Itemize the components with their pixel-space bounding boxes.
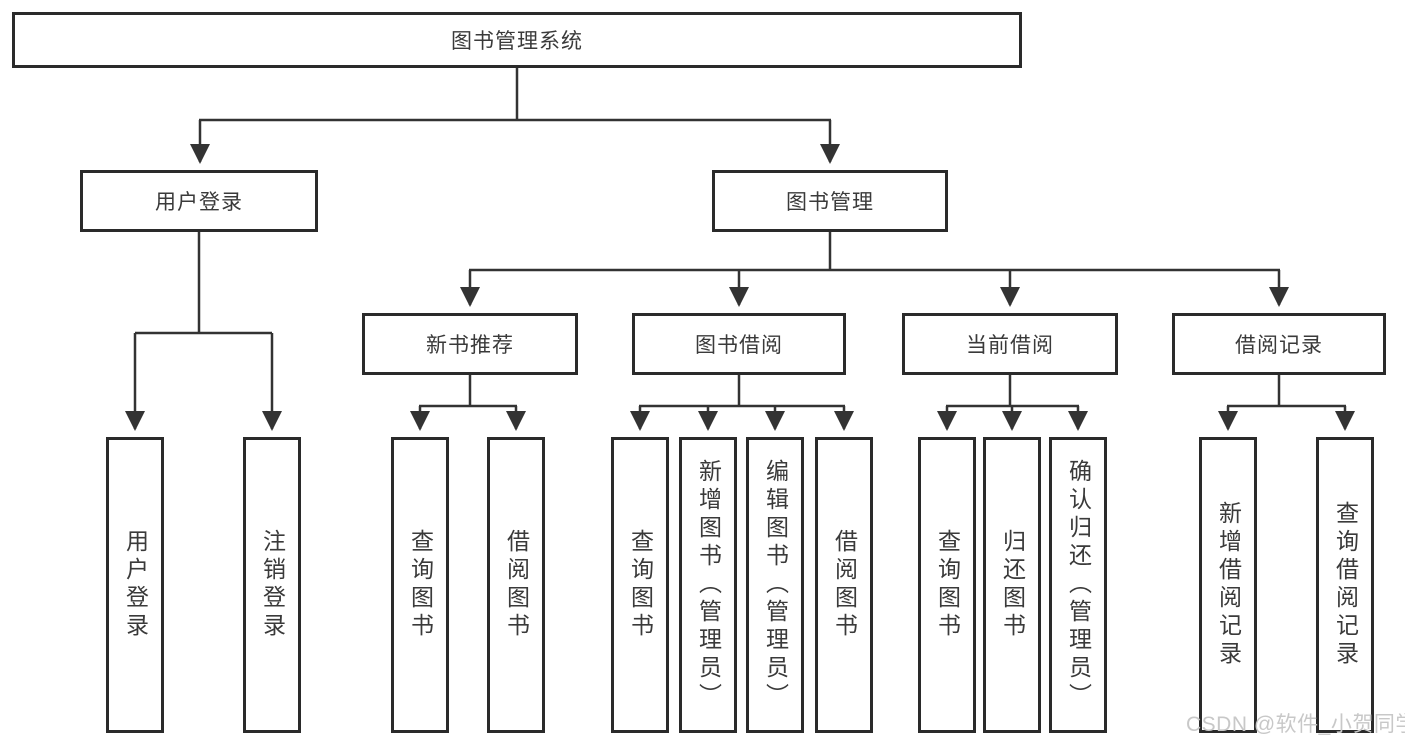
leaf-query-books-borrowing-label: 查询图书 <box>627 529 654 641</box>
connector-root-to-level2 <box>190 68 840 164</box>
connector-borrowing-to-leaves <box>630 375 854 431</box>
leaf-borrow-books-borrowing: 借阅图书 <box>815 437 873 733</box>
leaf-borrow-books-recommend-label: 借阅图书 <box>503 529 530 641</box>
leaf-query-borrow-record: 查询借阅记录 <box>1316 437 1374 733</box>
leaf-user-login: 用户登录 <box>106 437 164 733</box>
connector-records-to-leaves <box>1218 375 1355 431</box>
node-new-book-recommend-label: 新书推荐 <box>426 334 514 357</box>
leaf-return-books-label: 归还图书 <box>999 529 1026 641</box>
node-user-login: 用户登录 <box>80 170 318 232</box>
leaf-add-borrow-record-label: 新增借阅记录 <box>1215 501 1242 669</box>
node-user-login-label: 用户登录 <box>155 191 243 214</box>
node-borrowing-records-label: 借阅记录 <box>1235 334 1323 357</box>
connector-userlogin-to-leaves <box>125 232 282 431</box>
leaf-add-books-admin: 新增图书（管理员） <box>679 437 737 733</box>
leaf-edit-books-admin-label: 编辑图书（管理员） <box>762 459 789 711</box>
csdn-watermark: CSDN @软件_小贺同学 <box>1186 713 1405 736</box>
node-book-borrowing: 图书借阅 <box>632 313 846 375</box>
node-book-borrowing-label: 图书借阅 <box>695 334 783 357</box>
leaf-query-books-recommend-label: 查询图书 <box>407 529 434 641</box>
leaf-borrow-books-recommend: 借阅图书 <box>487 437 545 733</box>
node-current-borrowing: 当前借阅 <box>902 313 1118 375</box>
leaf-query-borrow-record-label: 查询借阅记录 <box>1332 501 1359 669</box>
node-book-management: 图书管理 <box>712 170 948 232</box>
leaf-user-login-label: 用户登录 <box>122 529 149 641</box>
leaf-confirm-return-admin: 确认归还（管理员） <box>1049 437 1107 733</box>
node-new-book-recommend: 新书推荐 <box>362 313 578 375</box>
leaf-edit-books-admin: 编辑图书（管理员） <box>746 437 804 733</box>
connector-bookmgmt-to-level3 <box>460 232 1289 307</box>
node-current-borrowing-label: 当前借阅 <box>966 334 1054 357</box>
node-root-system: 图书管理系统 <box>12 12 1022 68</box>
leaf-query-books-recommend: 查询图书 <box>391 437 449 733</box>
leaf-query-books-current: 查询图书 <box>918 437 976 733</box>
leaf-logout-label: 注销登录 <box>259 529 286 641</box>
node-book-management-label: 图书管理 <box>786 191 874 214</box>
leaf-add-books-admin-label: 新增图书（管理员） <box>695 459 722 711</box>
leaf-add-borrow-record: 新增借阅记录 <box>1199 437 1257 733</box>
leaf-borrow-books-borrowing-label: 借阅图书 <box>831 529 858 641</box>
leaf-query-books-borrowing: 查询图书 <box>611 437 669 733</box>
connector-recommend-to-leaves <box>410 375 526 431</box>
node-borrowing-records: 借阅记录 <box>1172 313 1386 375</box>
connector-current-to-leaves <box>937 375 1088 431</box>
leaf-query-books-current-label: 查询图书 <box>934 529 961 641</box>
leaf-confirm-return-admin-label: 确认归还（管理员） <box>1065 459 1092 711</box>
leaf-return-books: 归还图书 <box>983 437 1041 733</box>
leaf-logout: 注销登录 <box>243 437 301 733</box>
node-root-label: 图书管理系统 <box>451 30 583 53</box>
